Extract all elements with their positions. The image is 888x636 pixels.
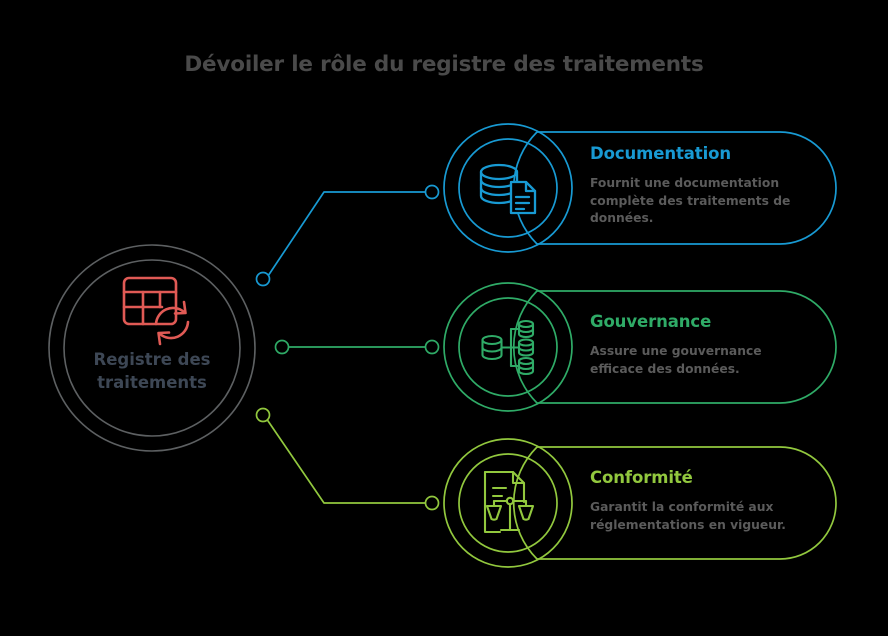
hub-label: Registre des traitements: [60, 348, 244, 394]
database-branch-icon: [481, 319, 535, 376]
card-conformite-text: Conformité Garantit la conformité aux ré…: [590, 468, 835, 534]
desc-line-2: efficace des données.: [590, 361, 740, 376]
hub-rings: [48, 244, 256, 452]
card-conformite-title: Conformité: [590, 468, 693, 487]
hub-label-line1: Registre des: [93, 350, 211, 369]
desc-line-2: complète des traitements de: [590, 193, 791, 208]
card-gouvernance-description: Assure une gouvernance efficace des donn…: [590, 343, 835, 378]
desc-line-3: données.: [590, 211, 654, 225]
card-conformite[interactable]: [443, 438, 837, 568]
card-documentation-text: Documentation Fournit une documentation …: [590, 144, 835, 228]
connector-conformite: [255, 407, 440, 511]
page-title: Dévoiler le rôle du registre des traitem…: [184, 52, 704, 77]
card-gouvernance-text: Gouvernance Assure une gouvernance effic…: [590, 312, 835, 378]
desc-line-2: réglementations en vigueur.: [590, 517, 786, 532]
database-document-icon: [479, 163, 537, 215]
card-gouvernance[interactable]: [443, 282, 837, 412]
desc-line-1: Assure une gouvernance: [590, 344, 762, 358]
hub-label-line2: traitements: [97, 373, 207, 392]
desc-line-1: Garantit la conformité aux: [590, 500, 774, 514]
connector-gouvernance: [274, 339, 440, 355]
card-documentation-description: Fournit une documentation complète des t…: [590, 175, 835, 228]
card-documentation[interactable]: [443, 123, 837, 253]
document-scales-icon: [483, 470, 535, 534]
desc-line-1: Fournit une documentation: [590, 176, 780, 190]
connector-documentation: [255, 184, 440, 287]
card-documentation-title: Documentation: [590, 144, 732, 163]
table-refresh-icon: [122, 276, 190, 346]
card-gouvernance-title: Gouvernance: [590, 312, 712, 331]
card-conformite-description: Garantit la conformité aux réglementatio…: [590, 499, 835, 534]
